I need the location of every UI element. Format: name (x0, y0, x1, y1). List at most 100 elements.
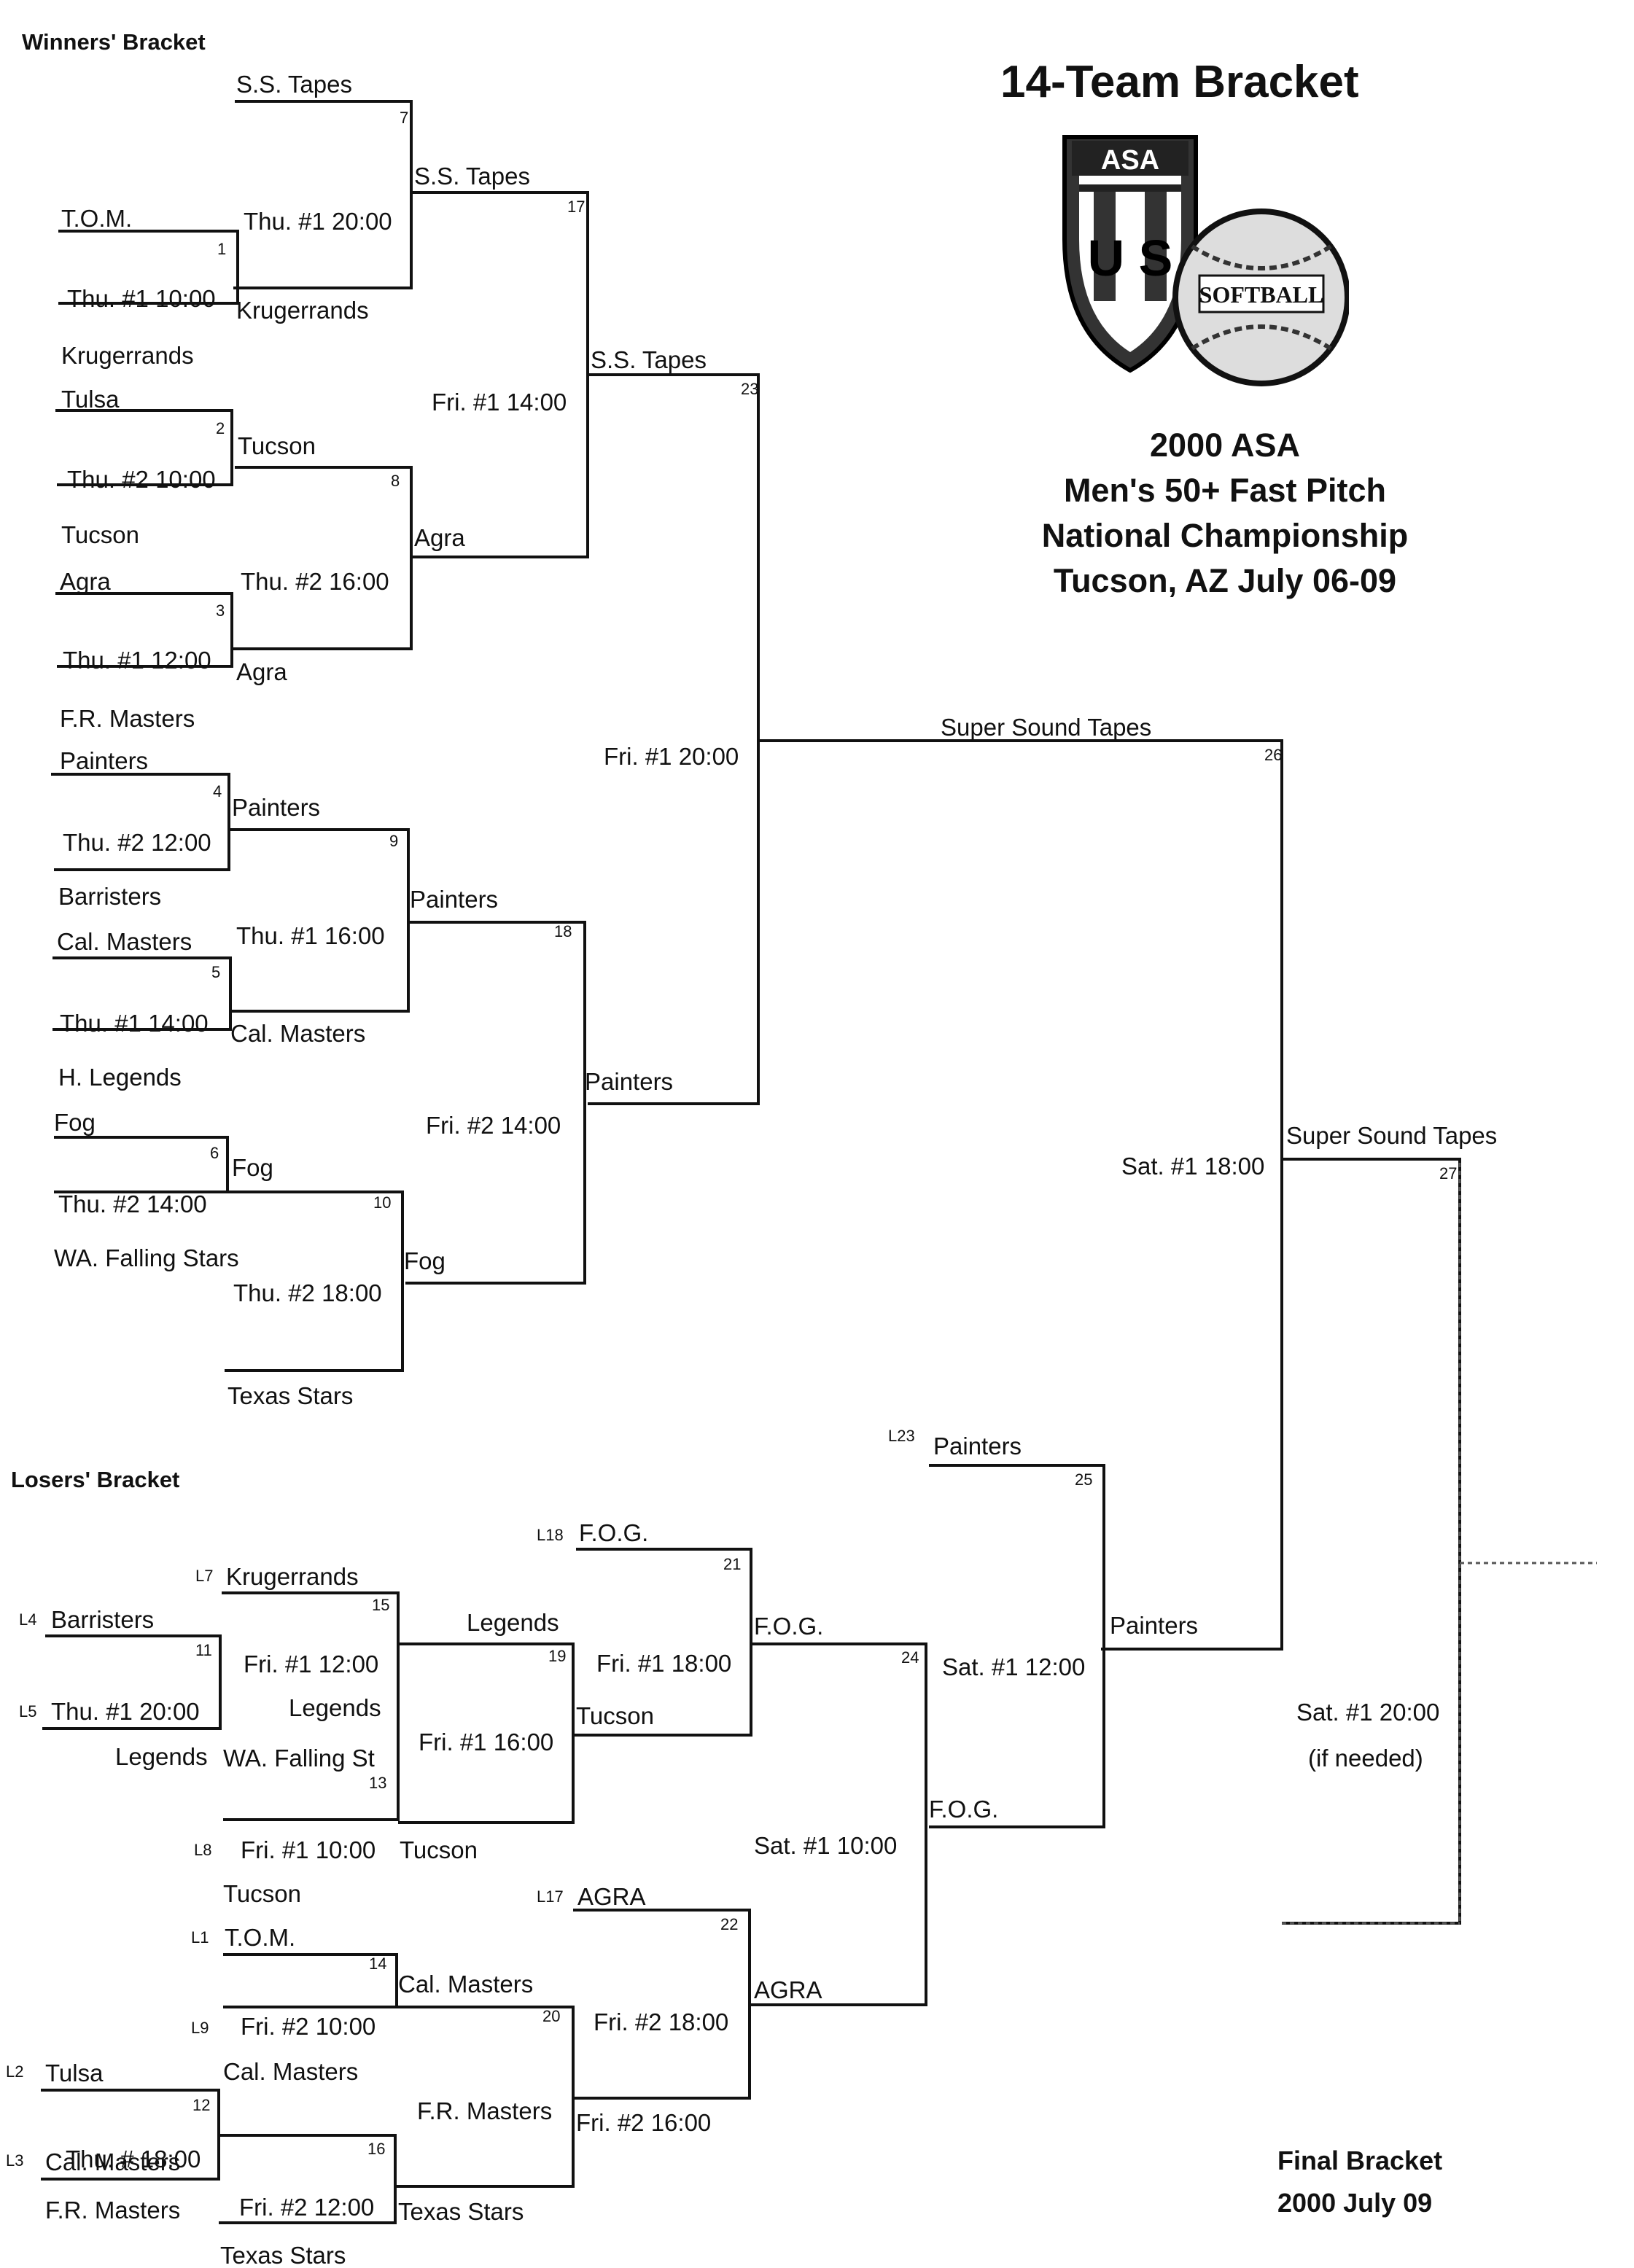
bracket-label: Fri. #1 12:00 (244, 1651, 379, 1677)
bracket-connector (398, 1642, 575, 1824)
bracket-label: Barristers (58, 883, 162, 910)
bracket-label: Cal. Masters (230, 1020, 366, 1047)
bracket-label: Legends (115, 1743, 208, 1770)
bracket-connector (55, 409, 233, 486)
bracket-label: Thu. #1 16:00 (236, 922, 385, 949)
bracket-label: Painters (410, 886, 499, 913)
bracket-connector (758, 739, 1283, 1651)
loser-tag: L2 (6, 2062, 24, 2081)
bracket-connector (223, 1953, 398, 2008)
bracket-label: Tucson (61, 521, 139, 548)
bracket-label: Cal. Masters (57, 928, 192, 955)
bracket-label: Krugerrands (236, 297, 369, 324)
bracket-label: Super Sound Tapes (941, 714, 1152, 741)
bracket-label: Painters (60, 747, 149, 774)
bracket-connector (232, 466, 413, 650)
game-number: 13 (369, 1774, 387, 1792)
svg-text:SOFTBALL: SOFTBALL (1199, 281, 1324, 308)
bracket-label: Fog (232, 1154, 273, 1181)
bracket-connector (222, 1591, 400, 1821)
bracket-connector (219, 2134, 397, 2224)
game-number: 8 (391, 472, 400, 490)
game-number: 14 (369, 1955, 387, 1973)
game-number: 26 (1264, 746, 1283, 764)
game-number: 25 (1075, 1470, 1093, 1489)
bracket-label: F.O.G. (579, 1519, 649, 1546)
bracket-label: Tulsa (61, 386, 120, 413)
event-line-4: Tucson, AZ July 06-09 (1053, 562, 1397, 599)
loser-tag: L3 (6, 2151, 24, 2170)
game-number: 23 (741, 380, 759, 398)
bracket-label: Fog (54, 1109, 96, 1136)
bracket-label: Thu. #1 20:00 (244, 208, 392, 235)
bracket-label: Fri. #2 18:00 (594, 2008, 729, 2035)
final-bracket-label: Final Bracket (1277, 2146, 1443, 2175)
game-number: 10 (373, 1193, 392, 1212)
game-number: 18 (554, 922, 572, 940)
bracket-label: Texas Stars (398, 2198, 524, 2225)
game-number: 21 (723, 1555, 742, 1573)
bracket-label: Fri. #1 14:00 (432, 389, 567, 416)
bracket-label: AGRA (577, 1883, 646, 1910)
bracket-label: Thu. #2 12:00 (63, 829, 211, 856)
event-info: 2000 ASA Men's 50+ Fast Pitch National C… (933, 423, 1517, 604)
bracket-label: S.S. Tapes (414, 163, 530, 190)
bracket-label: Painters (1110, 1612, 1199, 1639)
game-number: 15 (372, 1596, 390, 1614)
bracket-label: T.O.M. (61, 205, 133, 232)
bracket-label: Thu. #1 12:00 (63, 647, 211, 674)
bracket-label: Fri. #1 20:00 (604, 743, 739, 770)
loser-tag: L17 (537, 1887, 564, 1906)
bracket-label: F.O.G. (929, 1796, 999, 1823)
bracket-label: Thu. # 18:00 (66, 2146, 201, 2172)
bracket-label: F.R. Masters (417, 2097, 553, 2124)
loser-tag: L8 (194, 1841, 212, 1859)
game-number: 6 (210, 1144, 219, 1162)
bracket-label: WA. Falling Stars (54, 1244, 239, 1271)
bracket-connector (573, 1909, 751, 2100)
winners-bracket-label: Winners' Bracket (22, 29, 206, 55)
bracket-label: Fri. #1 18:00 (596, 1650, 732, 1677)
loser-tag: L5 (19, 1702, 37, 1721)
game-number: 17 (567, 198, 585, 216)
loser-tag: L7 (195, 1567, 214, 1585)
bracket-connector (52, 956, 232, 1031)
losers-bracket-label: Losers' Bracket (11, 1467, 180, 1492)
bracket-connector (51, 773, 230, 871)
bracket-connector (397, 2006, 575, 2188)
page-title: 14-Team Bracket (1000, 57, 1359, 107)
bracket-label: Texas Stars (227, 1382, 354, 1409)
bracket-label: S.S. Tapes (591, 346, 707, 373)
bracket-label: T.O.M. (225, 1924, 296, 1951)
bracket-label: Fog (404, 1247, 446, 1274)
game-number: 5 (211, 963, 221, 981)
bracket-label: Fri. #2 12:00 (239, 2194, 375, 2221)
game-number: 1 (217, 240, 227, 258)
game-number: 4 (213, 782, 222, 800)
bracket-label: Legends (289, 1694, 381, 1721)
final-bracket-date: 2000 July 09 (1277, 2188, 1433, 2218)
loser-tag: L23 (888, 1427, 915, 1445)
asa-us-softball-logo: ASA U S SOFTBALL (1050, 130, 1350, 403)
bracket-label: Barristers (51, 1606, 155, 1633)
bracket-label: Thu. #2 16:00 (241, 568, 389, 595)
loser-tag: L4 (19, 1610, 37, 1629)
game-number: 27 (1439, 1164, 1458, 1182)
bracket-label: Sat. #1 20:00 (1296, 1699, 1440, 1726)
game-number: 22 (720, 1915, 739, 1933)
bracket-label: Thu. #2 18:00 (233, 1279, 382, 1306)
bracket-label: Fri. #1 16:00 (419, 1729, 554, 1755)
bracket-connector (405, 921, 586, 1285)
bracket-connector (929, 1464, 1105, 1828)
bracket-label: Tucson (400, 1836, 478, 1863)
bracket-label: WA. Falling St (223, 1745, 375, 1772)
bracket-label: Cal. Masters (45, 2148, 181, 2175)
bracket-label: Krugerrands (226, 1563, 359, 1590)
bracket-label: Sat. #1 12:00 (942, 1653, 1086, 1680)
bracket-label: Fri. #2 10:00 (241, 2013, 376, 2040)
bracket-label: Texas Stars (220, 2242, 346, 2268)
game-number: 19 (548, 1647, 567, 1665)
svg-text:U S: U S (1088, 230, 1173, 287)
bracket-label: Thu. #2 14:00 (58, 1190, 207, 1217)
